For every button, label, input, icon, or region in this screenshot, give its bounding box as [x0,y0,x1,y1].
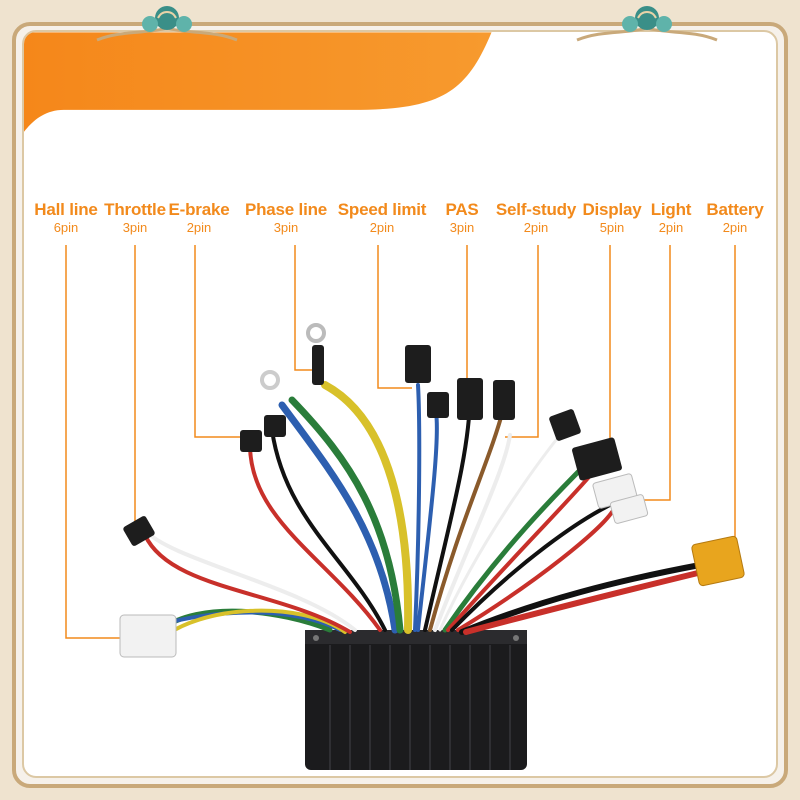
label-pins: 2pin [369,220,395,235]
label-e-brake: E-brake 2pin [164,200,234,236]
label-speed-limit: Speed limit 2pin [334,200,430,236]
label-pins: 3pin [122,220,148,235]
label-self-study: Self-study 2pin [490,200,582,236]
light-connector-2 [609,494,649,524]
label-name: Hall line [34,200,98,219]
phase-sleeve [312,345,324,385]
label-phase-line: Phase line 3pin [240,200,332,236]
label-display: Display 5pin [576,200,648,236]
leader-line-speed-limit [377,245,412,389]
label-hall-line: Hall line 6pin [26,200,106,236]
label-pins: 6pin [53,220,79,235]
self-study-connector-2 [549,409,581,441]
label-pins: 2pin [186,220,212,235]
label-pins: 3pin [273,220,299,235]
label-pins: 2pin [722,220,748,235]
leader-line-light [640,245,671,501]
label-name: Light [650,200,692,219]
controller-body [305,630,527,770]
label-name: Throttle [104,200,166,219]
leader-line-hall [65,245,122,639]
label-pins: 2pin [658,220,684,235]
label-name: PAS [445,200,479,219]
leader-line-self-study [505,245,539,438]
label-name: Battery [706,200,764,219]
display-connector [572,437,622,481]
cloud-ornament-right-icon [576,6,718,42]
label-pins: 5pin [599,220,625,235]
label-name: Phase line [244,200,328,219]
leader-lines [65,245,736,639]
speed-limit-connector [405,345,431,383]
ebrake-connector [240,430,262,452]
label-throttle: Throttle 3pin [100,200,170,236]
hall-connector [119,614,177,658]
ebrake-connector-2 [264,415,286,437]
cloud-ornament-left-icon [96,6,238,42]
phase-ring-terminal-1 [260,370,280,390]
label-pins: 2pin [523,220,549,235]
label-battery: Battery 2pin [702,200,768,236]
throttle-connector [123,516,155,546]
label-name: E-brake [168,200,230,219]
label-pins: 3pin [449,220,475,235]
connectors [119,323,745,658]
label-name: Display [582,200,642,219]
label-pas: PAS 3pin [440,200,484,236]
phase-ring-terminal-2 [306,323,326,343]
cables [143,381,705,642]
label-name: Speed limit [337,200,427,219]
battery-xt60-connector [691,535,745,587]
leader-line-ebrake [194,245,245,438]
leader-line-phase [294,245,318,371]
orange-header-band [24,32,492,132]
pas-connector-small [427,392,449,418]
pas-connector [457,378,483,420]
label-light: Light 2pin [646,200,696,236]
self-study-connector [493,380,515,420]
connector-labels: Hall line 6pin Throttle 3pin E-brake 2pi… [0,0,800,260]
label-name: Self-study [495,200,577,219]
